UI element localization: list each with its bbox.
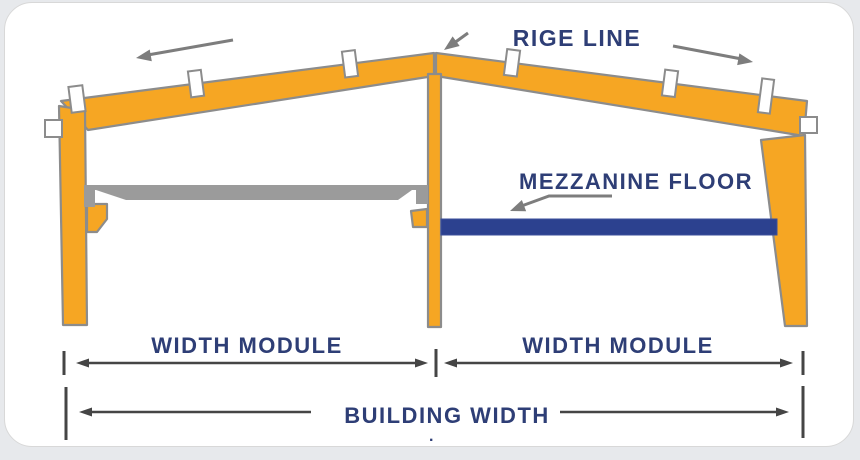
dimension-arrow-icon [415,358,428,368]
width-module-left-label: WIDTH MODULE [151,333,343,358]
left-column [57,104,89,327]
mezzanine-floor-label: MEZZANINE FLOOR [519,169,753,194]
mezzanine-beam-gray-assembly [84,185,428,207]
eave-tab-right-icon [799,116,818,134]
stray-period: . [429,428,435,445]
frame-structure [44,47,818,329]
ridge-pointer-arrow-head-icon [444,36,460,50]
mezzanine-pointer-arrow-icon [515,194,612,210]
center-column-corbel [409,207,429,229]
mezzanine-beam [85,185,428,200]
purlin-tab-icon [340,48,360,79]
eave-tab-left-icon [44,119,63,138]
purlin-tab-icon [186,68,206,99]
purlin-tab-icon [660,68,680,99]
diagram-labels: RIGE LINE MEZZANINE FLOOR WIDTH MODULE W… [151,25,753,445]
roof-slope-arrow-left-icon [141,38,234,58]
left-column-corbel [85,202,109,234]
building-width-label: BUILDING WIDTH [344,403,550,428]
left-rafter [59,51,436,132]
annotation-arrows [136,31,753,212]
dimension-arrow-icon [780,358,793,368]
haunch-tab-icon [756,77,776,115]
purlin-tab-icons [44,47,818,138]
roof-slope-arrow-right-icon [672,44,748,62]
purlin-tab-icon [67,84,87,114]
roof-slope-arrow-left-head-icon [136,49,152,62]
dimension-arrow-icon [776,407,789,417]
dimension-arrow-icon [444,358,457,368]
right-column [759,133,809,328]
beam-hanger-left [84,185,95,207]
purlin-tab-icon [502,47,522,78]
dimension-arrow-icon [76,358,89,368]
ridge-line-label: RIGE LINE [513,25,642,51]
right-rafter [434,51,809,138]
roof-slope-arrow-right-head-icon [737,53,753,66]
mezzanine-pointer-arrow-head-icon [510,200,527,212]
mezzanine-floor-slab [440,218,778,236]
width-module-right-label: WIDTH MODULE [522,333,714,358]
dimension-annotations [62,349,805,440]
dimension-arrow-icon [79,407,92,417]
center-column [426,72,443,329]
